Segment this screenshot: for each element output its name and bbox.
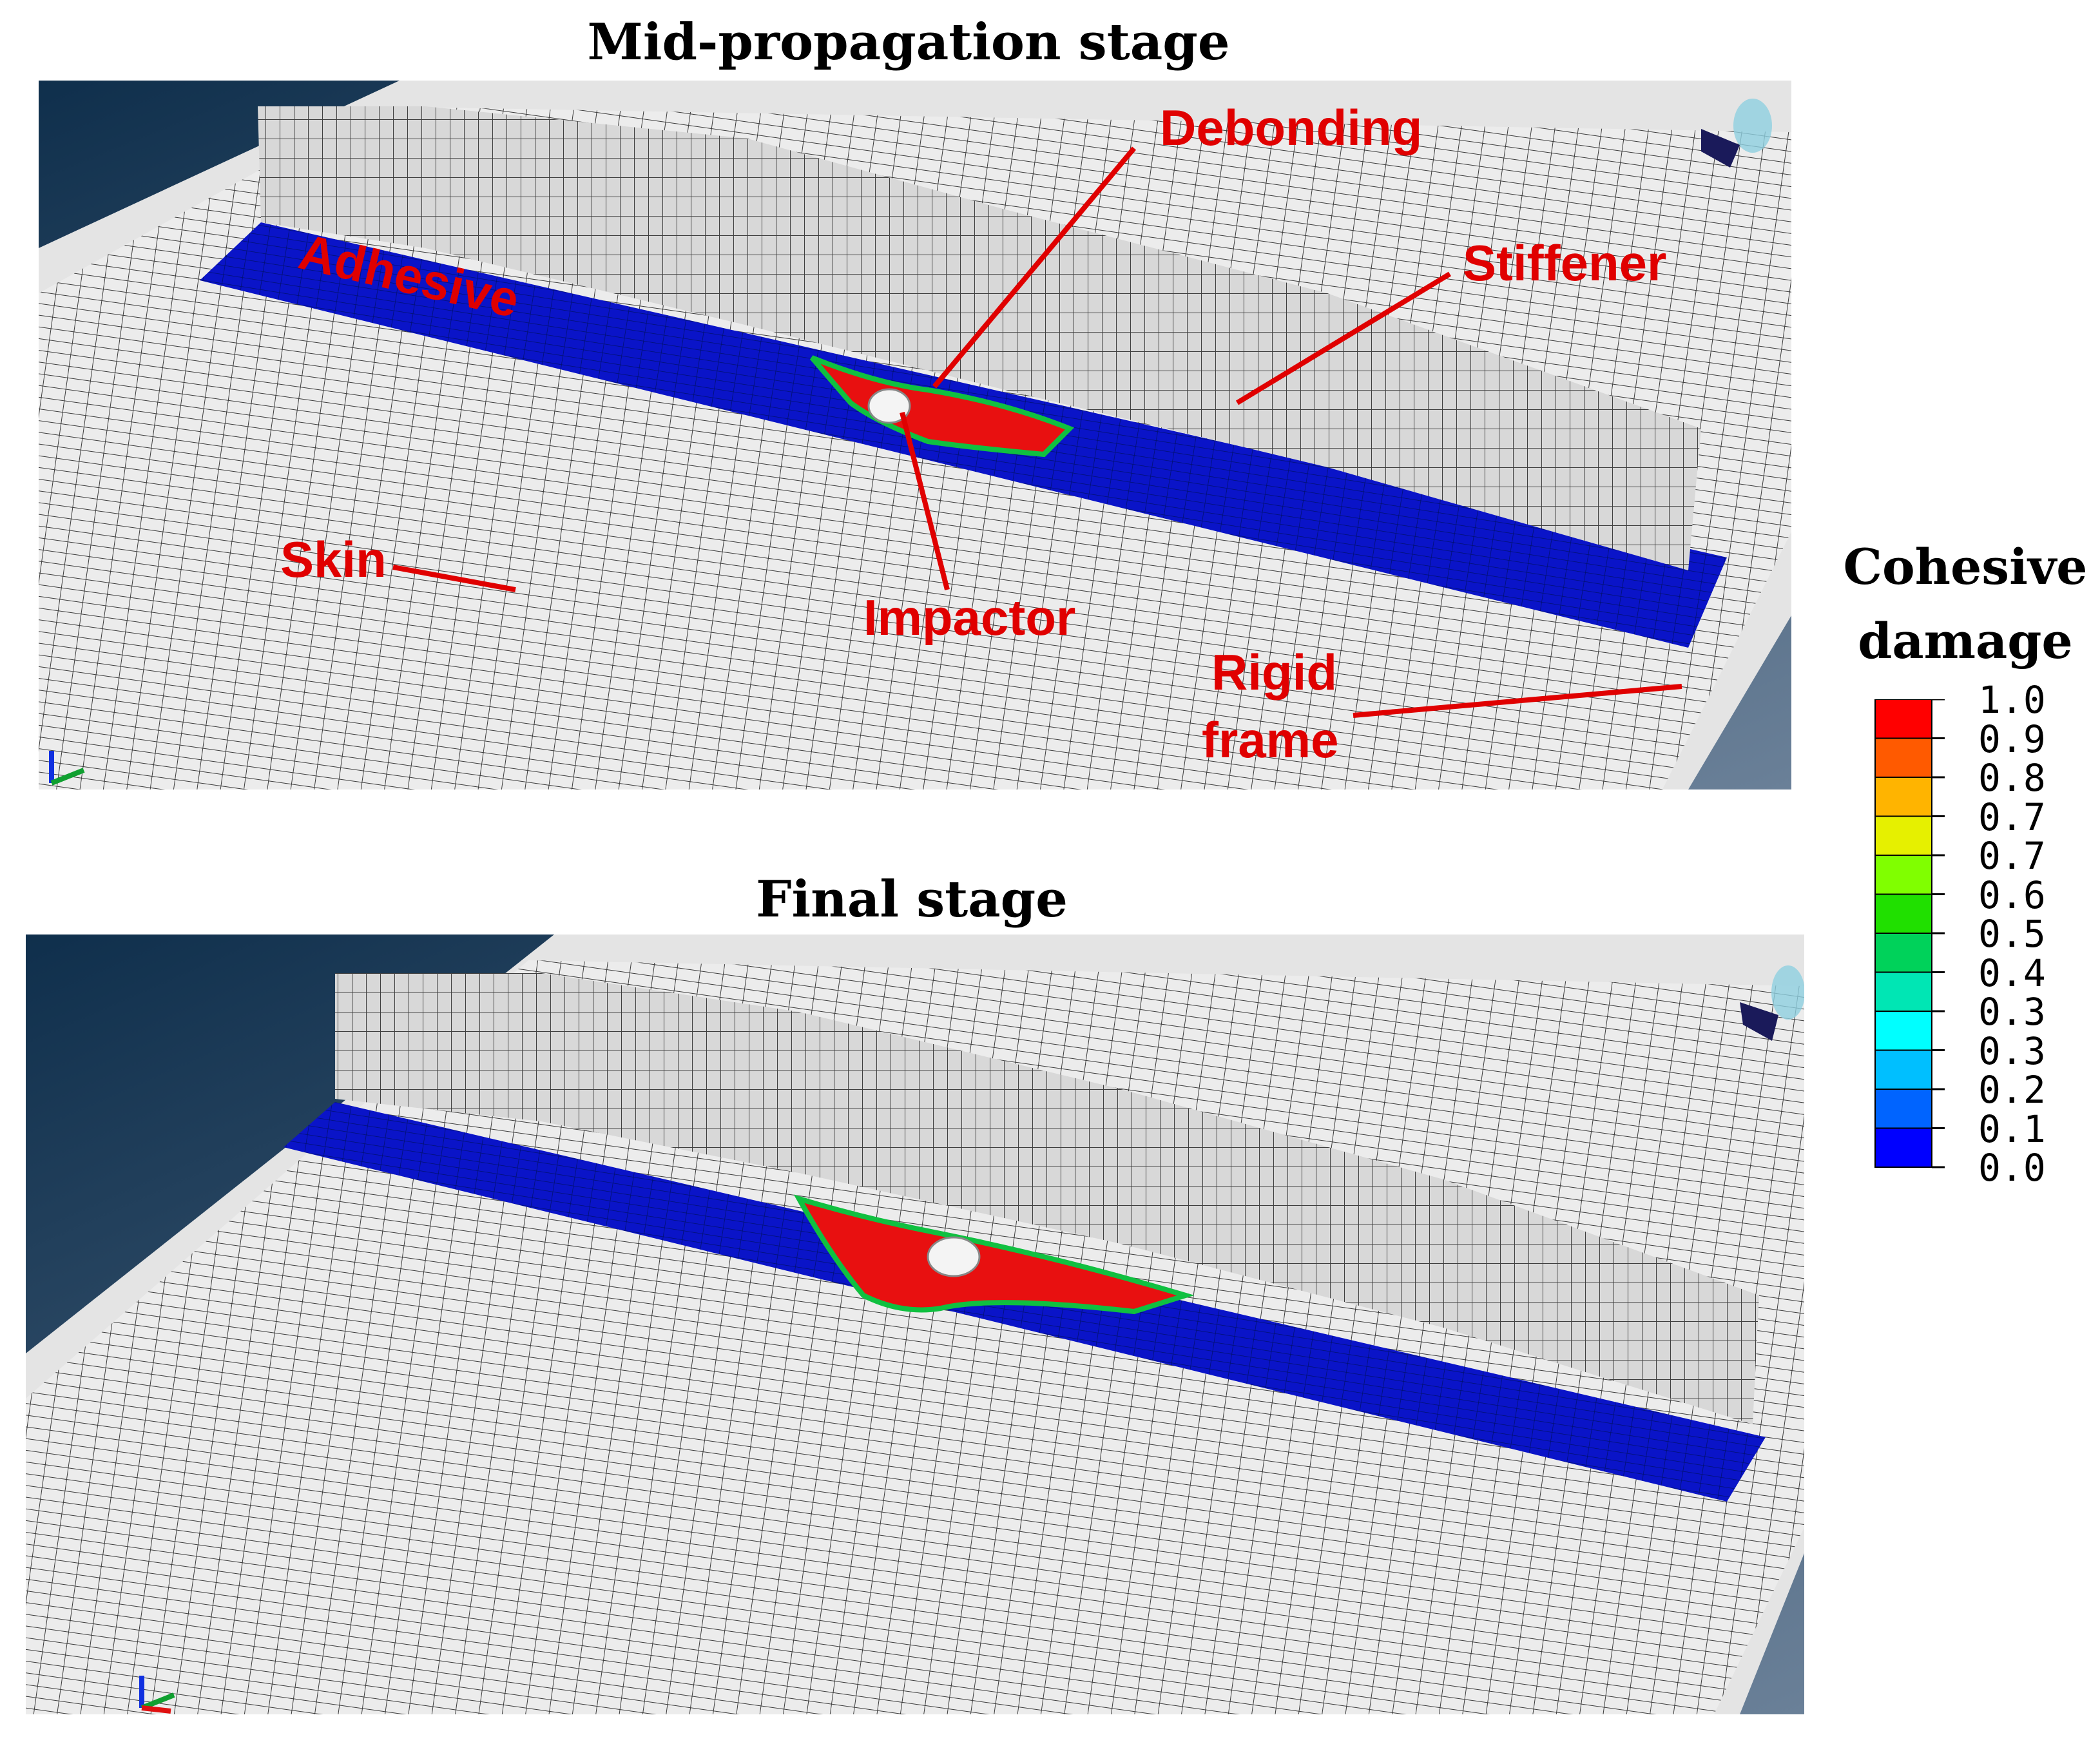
rigid-label-line2: frame — [1202, 712, 1338, 768]
stiffener-web — [258, 106, 1701, 570]
colorbar-tick-label: 0.1 — [1978, 1107, 2046, 1151]
legend-title-line1: Cohesive — [1843, 538, 2088, 596]
top-panel-title: Mid-propagation stage — [587, 13, 1230, 72]
mid-propagation-model-view: Debonding Stiffener Adhesive Skin Impact… — [39, 81, 1791, 789]
bottom-panel-title: Final stage — [756, 870, 1068, 929]
colorbar-tick-label: 0.7 — [1978, 795, 2046, 839]
colorbar-swatch — [1874, 737, 1932, 778]
colorbar-tick-label: 0.3 — [1978, 990, 2046, 1034]
stiffener-leader — [1235, 271, 1452, 405]
final-stage-model-view — [26, 935, 1804, 1714]
impactor — [867, 388, 911, 424]
colorbar-swatch — [1874, 855, 1932, 895]
colorbar-tick-label: 0.2 — [1978, 1068, 2046, 1112]
impactor-leader — [900, 412, 950, 590]
debonding-region — [793, 1194, 1195, 1315]
colorbar-tick-label: 0.8 — [1978, 756, 2046, 800]
colorbar-tick-label: 0.0 — [1978, 1146, 2046, 1190]
colorbar-swatch — [1874, 1011, 1932, 1051]
colorbar-tick-label: 0.7 — [1978, 834, 2046, 878]
colorbar-tick-label: 0.3 — [1978, 1029, 2046, 1073]
rigid-label-line1: Rigid — [1211, 644, 1337, 701]
axis-triad-icon — [139, 1676, 175, 1714]
impactor-label: Impactor — [863, 589, 1075, 646]
stiffener-web — [335, 973, 1759, 1424]
colorbar-tick-label: 0.4 — [1978, 951, 2046, 995]
colorbar-swatch — [1874, 1049, 1932, 1090]
colorbar-swatch — [1874, 933, 1932, 973]
colorbar-swatch — [1874, 971, 1932, 1012]
colorbar-tick-label: 0.9 — [1978, 717, 2046, 761]
colorbar-tick-label: 1.0 — [1978, 678, 2046, 722]
colorbar-tick-label: 0.5 — [1978, 912, 2046, 956]
impactor — [927, 1236, 981, 1277]
view-compass-icon — [1740, 965, 1804, 1041]
debonding-leader — [932, 146, 1137, 389]
stiffener-label: Stiffener — [1463, 235, 1666, 291]
colorbar-tick-label: 0.6 — [1978, 873, 2046, 917]
debonding-region — [809, 355, 1075, 458]
debonding-label: Debonding — [1160, 99, 1422, 156]
colorbar-swatch — [1874, 699, 1932, 739]
colorbar-swatch — [1874, 815, 1932, 856]
rigid-frame-leader — [1353, 684, 1682, 718]
colorbar-swatch — [1874, 893, 1932, 934]
colorbar-swatch — [1874, 777, 1932, 817]
cohesive-damage-colorbar — [1874, 699, 1945, 1168]
colorbar-swatch — [1874, 1127, 1932, 1168]
view-compass-icon — [1701, 99, 1772, 168]
skin-leader — [392, 565, 516, 592]
colorbar-swatch — [1874, 1089, 1932, 1129]
axis-triad-icon — [49, 751, 85, 786]
skin-label: Skin — [280, 531, 387, 588]
legend-title-line2: damage — [1858, 612, 2073, 670]
